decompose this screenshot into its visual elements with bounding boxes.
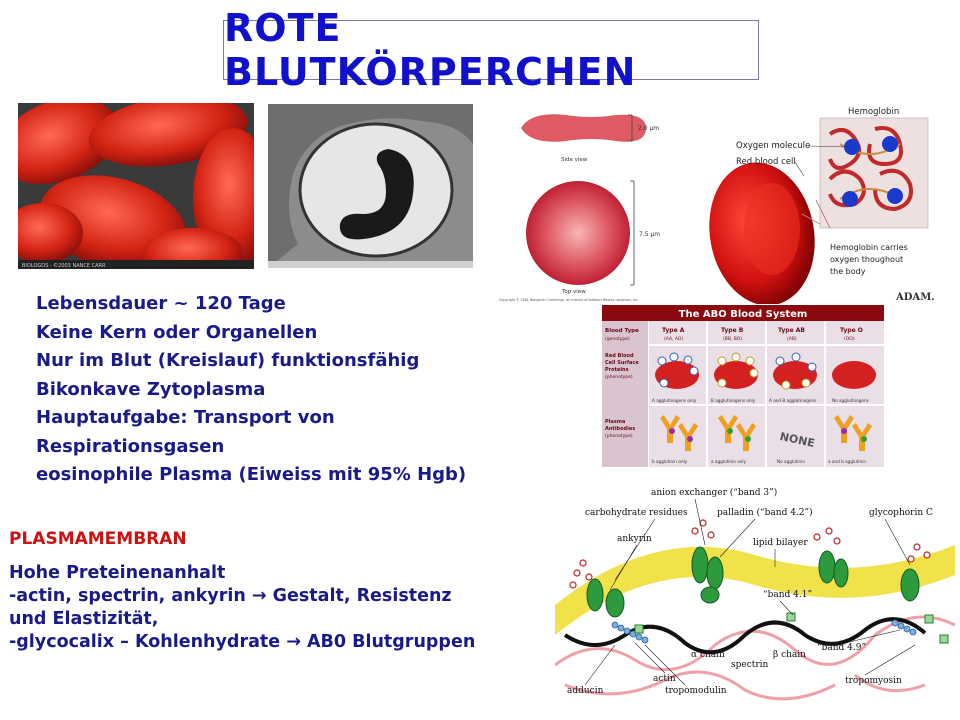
label-actin: actin xyxy=(653,674,676,684)
rbc-geometry-diagram: Side view 2.0 µm 7.5 µm Top view Copyrig… xyxy=(496,103,676,303)
diameter-label: 7.5 µm xyxy=(639,231,660,238)
label-palladin: palladin (“band 4.2”) xyxy=(717,507,813,518)
membrane-section: PLASMAMEMBRAN Hohe Preteinenanhalt -acti… xyxy=(9,526,569,654)
abo-row2-note-1: b agglutinin only xyxy=(652,459,688,464)
fact-4: Bikonkave Zytoplasma xyxy=(36,378,266,400)
abo-col-2-sub: (BB, BO) xyxy=(723,336,742,342)
label-beta-chain: β chain xyxy=(773,650,806,660)
abo-col-3: Type AB xyxy=(778,327,805,334)
fact-5: Hauptaufgabe: Transport von xyxy=(36,407,335,428)
fact-3: Nur im Blut (Kreislauf) funktionsfähig xyxy=(36,350,420,371)
abo-row1-label-4: (phenotype) xyxy=(605,374,633,380)
membrane-heading: PLASMAMEMBRAN xyxy=(9,529,187,549)
abo-row2-label-3: (phenotype) xyxy=(605,433,633,439)
thickness-label: 2.0 µm xyxy=(638,125,659,132)
abo-row1-label-1: Red Blood xyxy=(605,353,634,359)
fact-1: Lebensdauer ~ 120 Tage xyxy=(36,293,286,314)
rbc-sem-photo: BIOLOGOS · ©2003 NANCE CARR xyxy=(18,103,254,269)
adam-logo: ADAM. xyxy=(895,292,935,303)
label-anion-exchanger: anion exchanger (“band 3”) xyxy=(651,487,777,498)
abo-col-3-sub: (AB) xyxy=(787,336,797,342)
label-band-41: “band 4.1” xyxy=(763,589,812,600)
abo-row2-note-3: No agglutinin xyxy=(777,459,805,464)
top-view-label: Top view xyxy=(561,289,586,295)
fact-7: eosinophile Plasma (Eiweiss mit 95% Hgb) xyxy=(36,464,467,485)
abo-col-2: Type B xyxy=(721,327,744,334)
membrane-line-4: -glycocalix – Kohlenhydrate → AB0 Blutgr… xyxy=(9,632,476,652)
label-adducin: adducin xyxy=(567,686,604,696)
fact-2: Keine Kern oder Organellen xyxy=(36,321,318,343)
membrane-line-3: und Elastizität, xyxy=(9,609,159,629)
label-spectrin: spectrin xyxy=(731,660,769,670)
abo-title: The ABO Blood System xyxy=(679,309,808,320)
membrane-line-1: Hohe Preteinenanhalt xyxy=(9,563,226,583)
membrane-line-2: -actin, spectrin, ankyrin → Gestalt, Res… xyxy=(9,586,452,606)
hemoglobin-diagram: Hemoglobin Oxygen molecule Red blood cel… xyxy=(700,104,950,304)
title-box: ROTE BLUTKÖRPERCHEN xyxy=(223,6,759,94)
abo-col-0: Blood Type xyxy=(605,328,639,334)
label-alpha-chain: α chain xyxy=(691,650,725,660)
abo-row1-note-4: No agglutinogens xyxy=(832,398,869,403)
label-tropomodulin: tropomodulin xyxy=(665,686,727,696)
hemoglobin-label: Hemoglobin xyxy=(848,107,899,117)
page-title: ROTE BLUTKÖRPERCHEN xyxy=(224,6,637,94)
abo-row2-label-1: Plasma xyxy=(605,419,625,425)
label-ankyrin: ankyrin xyxy=(617,534,652,544)
label-tropomyosin: tropomyosin xyxy=(845,676,902,686)
abo-col-4: Type O xyxy=(840,327,863,334)
facts-list: Lebensdauer ~ 120 Tage Keine Kern oder O… xyxy=(36,290,536,490)
abo-blood-system-table: The ABO Blood System Blood Type (genotyp… xyxy=(602,305,884,467)
hemoglobin-carries-1: Hemoglobin carries xyxy=(830,243,908,252)
hemoglobin-carries-2: oxygen thoughout xyxy=(830,255,903,264)
label-glycophorin: glycophorin C xyxy=(869,508,933,518)
copyright-label: Copyright © 2001 Benjamin Cummings, an i… xyxy=(499,298,639,302)
abo-row2-label-2: Antibodies xyxy=(605,426,635,432)
abo-row1-note-2: B agglutinogens only xyxy=(711,398,756,403)
membrane-skeleton-diagram: anion exchanger (“band 3”) carbohydrate … xyxy=(555,485,955,713)
oxygen-molecule-label: Oxygen molecule xyxy=(736,141,810,151)
fact-6: Respirationsgasen xyxy=(36,435,225,457)
abo-row1-note-3: A and B agglutinogens xyxy=(769,398,816,403)
label-lipid-bilayer: lipid bilayer xyxy=(753,538,808,548)
abo-col-1: Type A xyxy=(662,327,685,334)
abo-col-1-sub: (AA, AO) xyxy=(664,336,683,342)
abo-col-4-sub: (OO) xyxy=(844,336,855,342)
label-band-49: “band 4.9” xyxy=(817,642,866,653)
red-blood-cell-label: Red blood cell xyxy=(736,157,796,167)
photo-caption: BIOLOGOS · ©2003 NANCE CARR xyxy=(22,262,106,269)
abo-row2-note-2: a agglutinin only xyxy=(711,459,747,464)
abo-row2-note-4: a and b agglutinin xyxy=(828,459,866,464)
abo-col-0-sub: (genotype) xyxy=(605,336,630,342)
abo-row1-note-1: A agglutinogens only xyxy=(652,398,697,403)
label-carbohydrate-residues: carbohydrate residues xyxy=(585,508,688,518)
abo-row1-label-2: Cell Surface xyxy=(605,360,639,366)
side-view-label: Side view xyxy=(561,157,588,163)
hemoglobin-carries-3: the body xyxy=(830,267,866,276)
abo-row1-label-3: Proteins xyxy=(605,367,629,373)
rbc-tem-photo xyxy=(268,104,473,268)
